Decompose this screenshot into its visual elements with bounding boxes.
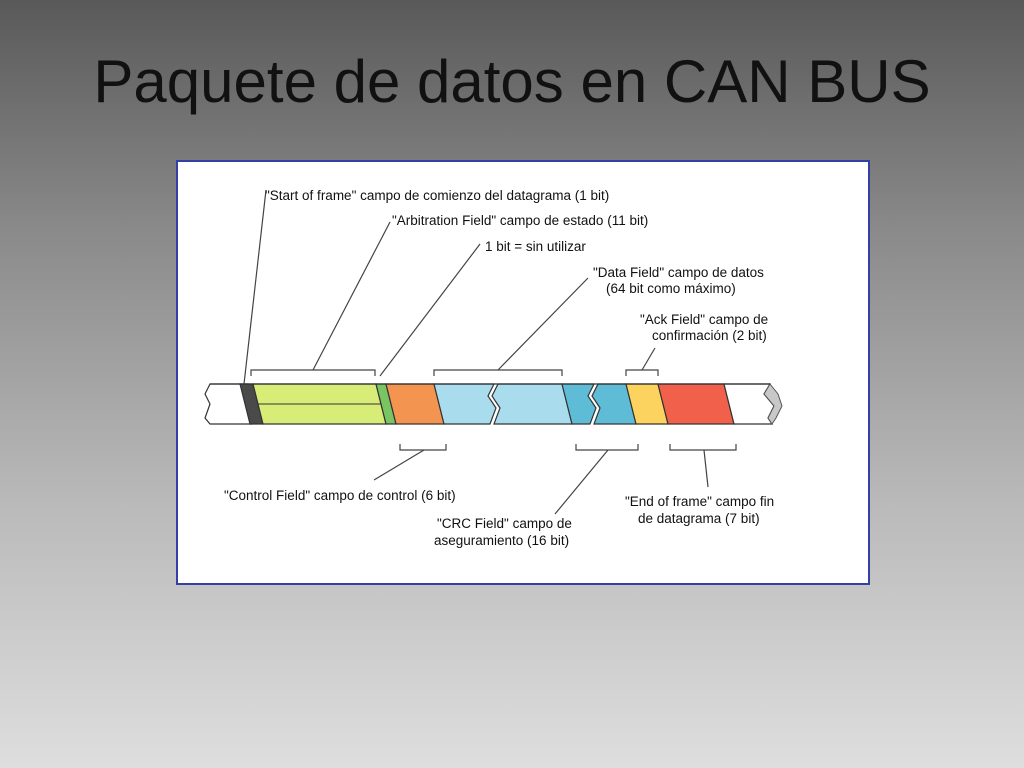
leader-start-of-frame xyxy=(243,189,267,385)
bracket-ack xyxy=(625,369,659,376)
bracket-control xyxy=(399,444,447,451)
label-crc-field-line2: aseguramiento (16 bit) xyxy=(434,533,569,548)
leader-crc xyxy=(554,449,609,515)
label-arbitration: "Arbitration Field" campo de estado (11 … xyxy=(392,213,648,228)
data-segment-2 xyxy=(491,383,573,425)
label-data-field-line1: "Data Field" campo de datos xyxy=(593,265,764,280)
bracket-arbitration xyxy=(250,369,376,376)
leader-unused-bit xyxy=(379,243,481,377)
leader-end-of-frame xyxy=(703,449,709,488)
label-crc-field-line1: "CRC Field" campo de xyxy=(437,516,572,531)
can-frame-diagram: "Start of frame" campo de comienzo del d… xyxy=(176,160,870,585)
label-end-of-frame-line1: "End of frame" campo fin xyxy=(625,494,774,509)
label-ack-field-line2: confirmación (2 bit) xyxy=(652,328,767,343)
label-start-of-frame: "Start of frame" campo de comienzo del d… xyxy=(265,188,609,203)
bracket-end-of-frame xyxy=(669,444,737,451)
slide-title: Paquete de datos en CAN BUS xyxy=(93,48,931,115)
leader-ack xyxy=(641,347,656,371)
label-ack-field-line1: "Ack Field" campo de xyxy=(640,312,768,327)
can-frame-svg: "Start of frame" campo de comienzo del d… xyxy=(204,188,783,548)
end-of-frame-segment xyxy=(657,383,735,425)
label-unused-bit: 1 bit = sin utilizar xyxy=(485,239,586,254)
label-control-field: "Control Field" campo de control (6 bit) xyxy=(224,488,456,503)
bus-right-break xyxy=(763,383,783,425)
leader-data xyxy=(497,277,589,371)
data-segment-1 xyxy=(433,383,497,425)
label-data-field-line2: (64 bit como máximo) xyxy=(606,281,736,296)
leader-control xyxy=(373,449,425,481)
leader-arbitration xyxy=(312,221,391,371)
bracket-data xyxy=(433,369,563,376)
label-end-of-frame-line2: de datagrama (7 bit) xyxy=(638,511,760,526)
bracket-crc xyxy=(575,444,639,451)
